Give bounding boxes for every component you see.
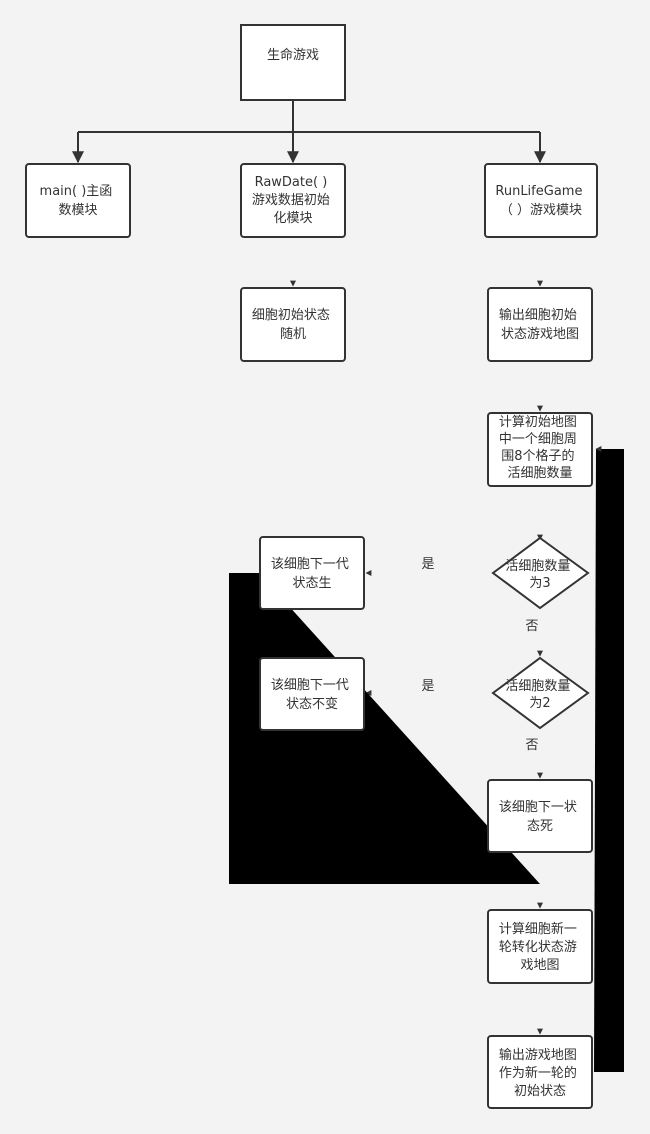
node-next-unchanged: 该细胞下一代 状态不变 bbox=[259, 657, 365, 731]
node-text: 细胞初始状态 随机 bbox=[252, 308, 334, 342]
node-count-neighbors: 计算初始地图 中一个细胞周 围8个格子的 活细胞数量 bbox=[487, 412, 593, 487]
node-next-dead: 该细胞下一状 态死 bbox=[487, 779, 593, 853]
node-is-two-decision: 活细胞数量 为2 bbox=[491, 656, 590, 730]
node-line: 状态不变 bbox=[286, 696, 338, 712]
edge-label-yes-two: 是 bbox=[421, 679, 434, 694]
node-line: 该细胞下一状 bbox=[499, 800, 577, 815]
node-line: 该细胞下一代 bbox=[271, 557, 349, 572]
node-text: 计算初始地图 中一个细胞周 围8个格子的 活细胞数量 bbox=[499, 415, 581, 481]
node-line: 初始状态 bbox=[514, 1084, 566, 1099]
node-line: 中一个细胞周 bbox=[499, 432, 577, 447]
node-text: main( )主函 数模块 bbox=[40, 184, 117, 218]
node-line: 随机 bbox=[280, 327, 306, 342]
node-text: 生命游戏 bbox=[267, 47, 319, 63]
node-life-game: 生命游戏 bbox=[240, 24, 346, 101]
edge-label-no-three: 否 bbox=[525, 619, 538, 634]
node-runlifegame-module: RunLifeGame （ ）游戏模块 bbox=[484, 163, 598, 238]
node-text: 计算细胞新一 轮转化状态游 戏地图 bbox=[499, 921, 581, 973]
node-line: 轮转化状态游 bbox=[499, 940, 577, 955]
node-line: 游戏数据初始 bbox=[252, 193, 330, 208]
node-line: 该细胞下一代 bbox=[271, 678, 349, 693]
node-text: 该细胞下一代 状态不变 bbox=[271, 678, 353, 712]
node-output-new-map: 输出游戏地图 作为新一轮的 初始状态 bbox=[487, 1035, 593, 1109]
node-random-init: 细胞初始状态 随机 bbox=[240, 287, 346, 362]
node-line: 输出细胞初始 bbox=[499, 307, 577, 323]
node-text: 该细胞下一代 状态生 bbox=[271, 557, 353, 591]
edge-label-yes-three: 是 bbox=[421, 557, 434, 572]
edge-loop-back bbox=[594, 446, 624, 1072]
edge-alive-merge bbox=[229, 573, 540, 884]
node-output-initial-map: 输出细胞初始 状态游戏地图 bbox=[487, 287, 593, 362]
node-is-three-decision: 活细胞数量 为3 bbox=[491, 536, 590, 610]
node-line: main( )主函 bbox=[40, 184, 113, 199]
node-next-alive: 该细胞下一代 状态生 bbox=[259, 536, 365, 610]
node-line: RawDate( ) bbox=[255, 175, 328, 190]
node-line: 活细胞数量 bbox=[505, 679, 570, 694]
edge-label-no-two: 否 bbox=[525, 738, 538, 753]
node-rawdate-module: RawDate( ) 游戏数据初始 化模块 bbox=[240, 163, 346, 238]
node-text: 活细胞数量 为2 bbox=[505, 679, 574, 711]
node-compute-new-map: 计算细胞新一 轮转化状态游 戏地图 bbox=[487, 909, 593, 984]
node-text: 活细胞数量 为3 bbox=[505, 559, 574, 591]
edge-label-text: 否 bbox=[525, 738, 538, 753]
node-line: 为2 bbox=[529, 696, 550, 711]
node-line: 为3 bbox=[529, 576, 550, 591]
node-line: 态死 bbox=[527, 819, 553, 834]
edge-top-tree bbox=[72, 100, 546, 164]
edge-label-text: 否 bbox=[525, 619, 538, 634]
node-line: 围8个格子的 bbox=[501, 448, 574, 464]
node-line: 活细胞数量 bbox=[507, 466, 572, 481]
node-line: （ ）游戏模块 bbox=[500, 203, 582, 218]
node-text: 输出游戏地图 作为新一轮的 初始状态 bbox=[499, 1047, 581, 1099]
node-line: 数模块 bbox=[58, 203, 97, 218]
edge-label-text: 是 bbox=[421, 679, 434, 694]
node-text: RawDate( ) 游戏数据初始 化模块 bbox=[252, 175, 334, 226]
node-line: 输出游戏地图 bbox=[499, 1047, 577, 1063]
node-line: 状态游戏地图 bbox=[501, 327, 579, 342]
node-main-module: main( )主函 数模块 bbox=[25, 163, 131, 238]
node-line: 戏地图 bbox=[520, 958, 559, 973]
node-line: 生命游戏 bbox=[267, 47, 319, 63]
node-text: 该细胞下一状 态死 bbox=[499, 800, 581, 834]
node-line: 计算初始地图 bbox=[499, 415, 577, 430]
node-line: 细胞初始状态 bbox=[252, 308, 330, 323]
node-line: 作为新一轮的 bbox=[499, 1065, 577, 1081]
node-text: RunLifeGame （ ）游戏模块 bbox=[495, 184, 586, 218]
node-line: 化模块 bbox=[273, 211, 312, 226]
node-line: 计算细胞新一 bbox=[499, 921, 577, 937]
node-line: RunLifeGame bbox=[495, 184, 582, 199]
node-text: 输出细胞初始 状态游戏地图 bbox=[499, 307, 581, 342]
node-line: 活细胞数量 bbox=[505, 559, 570, 574]
node-line: 状态生 bbox=[292, 576, 331, 591]
edge-label-text: 是 bbox=[421, 557, 434, 572]
